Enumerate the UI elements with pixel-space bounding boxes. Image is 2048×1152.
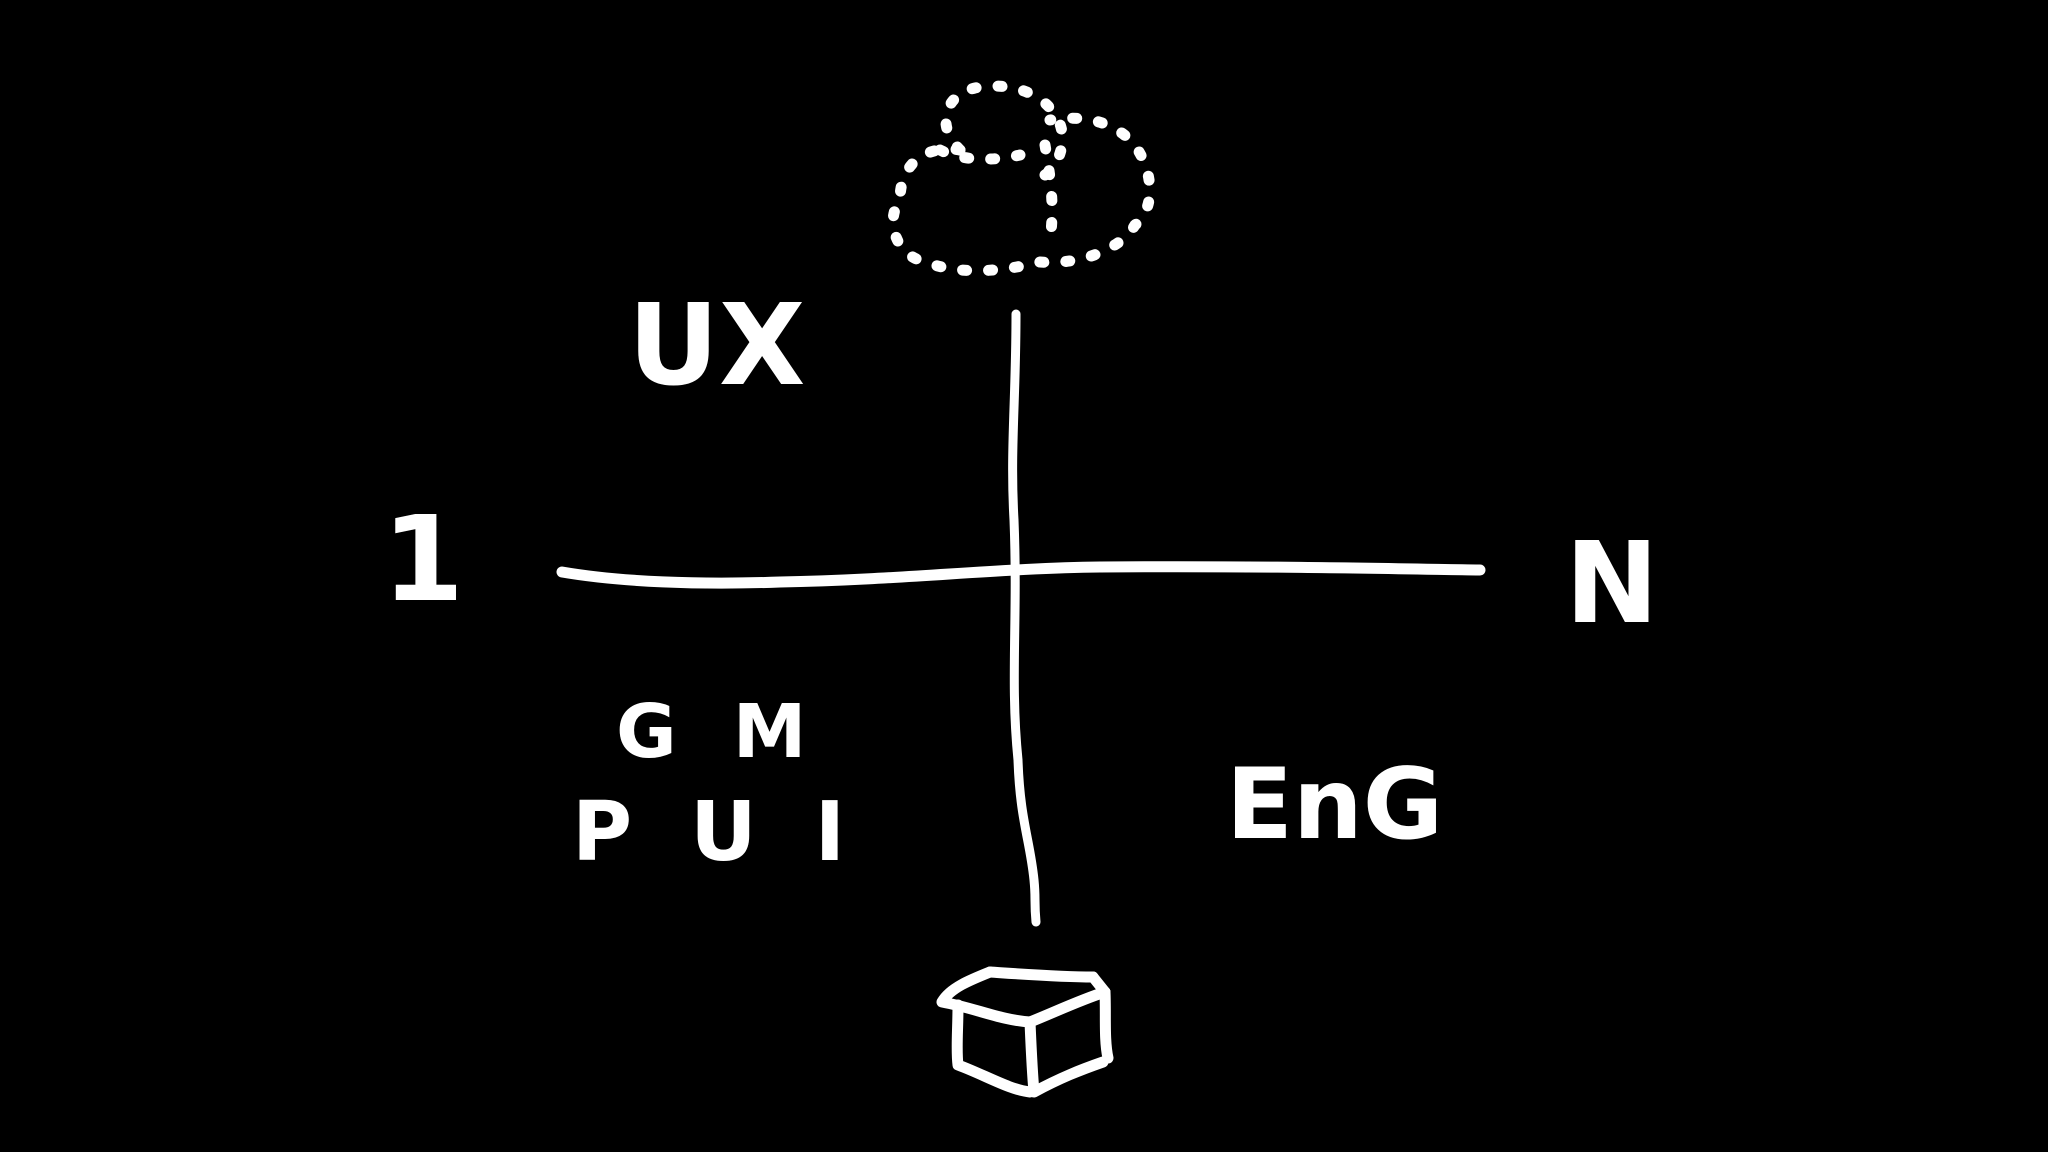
ux-label: UX (628, 281, 806, 411)
horizontal-axis (556, 561, 1486, 589)
axis-left-label: 1 (382, 490, 465, 628)
cube-box-icon (936, 966, 1114, 1098)
axis-right-label: N (1565, 519, 1659, 649)
gm-label: GM (616, 689, 863, 775)
dotted-cloud-icon (887, 80, 1156, 277)
vertical-axis (1008, 309, 1041, 927)
pui-label: PUI (572, 785, 904, 880)
eng-label: EnG (1226, 748, 1444, 862)
